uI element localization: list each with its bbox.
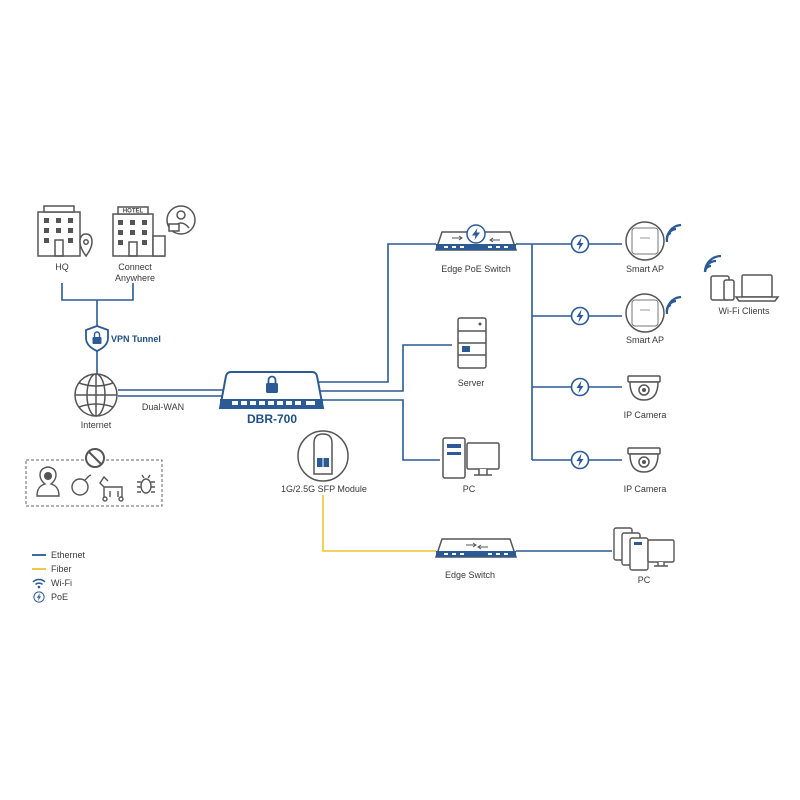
- smart-ap-label: Smart AP: [625, 335, 665, 345]
- fiber-link: [322, 495, 436, 552]
- pc-group-icon: [613, 527, 675, 571]
- legend-item-wifi: Wi-Fi: [32, 576, 85, 590]
- sfp-module-icon: [297, 430, 349, 482]
- fiber-line-icon: [32, 568, 46, 570]
- vpn-shield-icon: [85, 325, 109, 352]
- server-icon: [457, 317, 487, 369]
- pc-label: PC: [462, 484, 476, 494]
- hotel-sign-text: HOTEL: [123, 209, 144, 215]
- sfp-module-label: 1G/2.5G SFP Module: [281, 484, 367, 494]
- smart-ap-label: Smart AP: [625, 264, 665, 274]
- router-label: DBR-700: [246, 412, 298, 426]
- hq-label: HQ: [55, 262, 69, 272]
- legend-item-ethernet: Ethernet: [32, 548, 85, 562]
- smart-ap-icon: [625, 293, 682, 333]
- wifi-clients-label: Wi-Fi Clients: [718, 306, 770, 316]
- poe-icon: [570, 234, 590, 254]
- legend-label: Wi-Fi: [51, 578, 72, 588]
- link-hq-vpn: [61, 283, 134, 301]
- link-router-poe: [318, 243, 436, 383]
- remote-user-icon: [166, 205, 196, 235]
- bug-icon: [140, 478, 152, 494]
- vpn-tunnel-label: VPN Tunnel: [111, 334, 161, 344]
- lock-icon: [266, 383, 278, 393]
- hacker-icon: [36, 466, 60, 497]
- connect-anywhere-label: Connect Anywhere: [114, 262, 156, 283]
- hotel-building-icon: [112, 206, 166, 257]
- ip-camera-icon: [627, 375, 661, 401]
- edge-poe-switch-label: Edge PoE Switch: [441, 264, 511, 274]
- link-router-server: [318, 344, 452, 392]
- link-router-pc: [318, 399, 440, 461]
- server-label: Server: [457, 378, 485, 388]
- legend-label: Ethernet: [51, 550, 86, 560]
- internet-label: Internet: [80, 420, 112, 430]
- legend-label: Fiber: [51, 564, 72, 574]
- pc-group-label: PC: [637, 575, 651, 585]
- edge-switch-label: Edge Switch: [444, 570, 496, 580]
- edge-poe-switch-icon: [434, 224, 518, 251]
- dbr-700-router-icon: [218, 371, 325, 409]
- threats-panel: [25, 448, 163, 507]
- wifi-icon: [32, 578, 46, 588]
- poe-icon: [570, 377, 590, 397]
- block-icon: [85, 448, 105, 468]
- poe-icon: [33, 591, 45, 603]
- trojan-horse-icon: [99, 475, 123, 497]
- dual-wan-label: Dual-WAN: [141, 402, 185, 412]
- ip-camera-icon: [627, 447, 661, 473]
- poe-icon: [570, 450, 590, 470]
- ip-camera-label: IP Camera: [623, 484, 667, 494]
- smart-ap-icon: [625, 221, 682, 261]
- poe-icon: [570, 306, 590, 326]
- legend-item-fiber: Fiber: [32, 562, 85, 576]
- ethernet-line-icon: [32, 554, 46, 556]
- ip-camera-label: IP Camera: [623, 410, 667, 420]
- bomb-icon: [71, 478, 89, 496]
- legend-label: PoE: [51, 592, 69, 602]
- pc-icon: [442, 437, 500, 479]
- edge-switch-icon: [434, 538, 518, 558]
- hq-building-icon: [37, 205, 93, 258]
- wifi-clients-icon: [703, 254, 780, 302]
- legend-item-poe: PoE: [32, 590, 85, 604]
- legend: Ethernet Fiber Wi-Fi PoE: [32, 548, 85, 604]
- internet-globe-icon: [74, 373, 118, 417]
